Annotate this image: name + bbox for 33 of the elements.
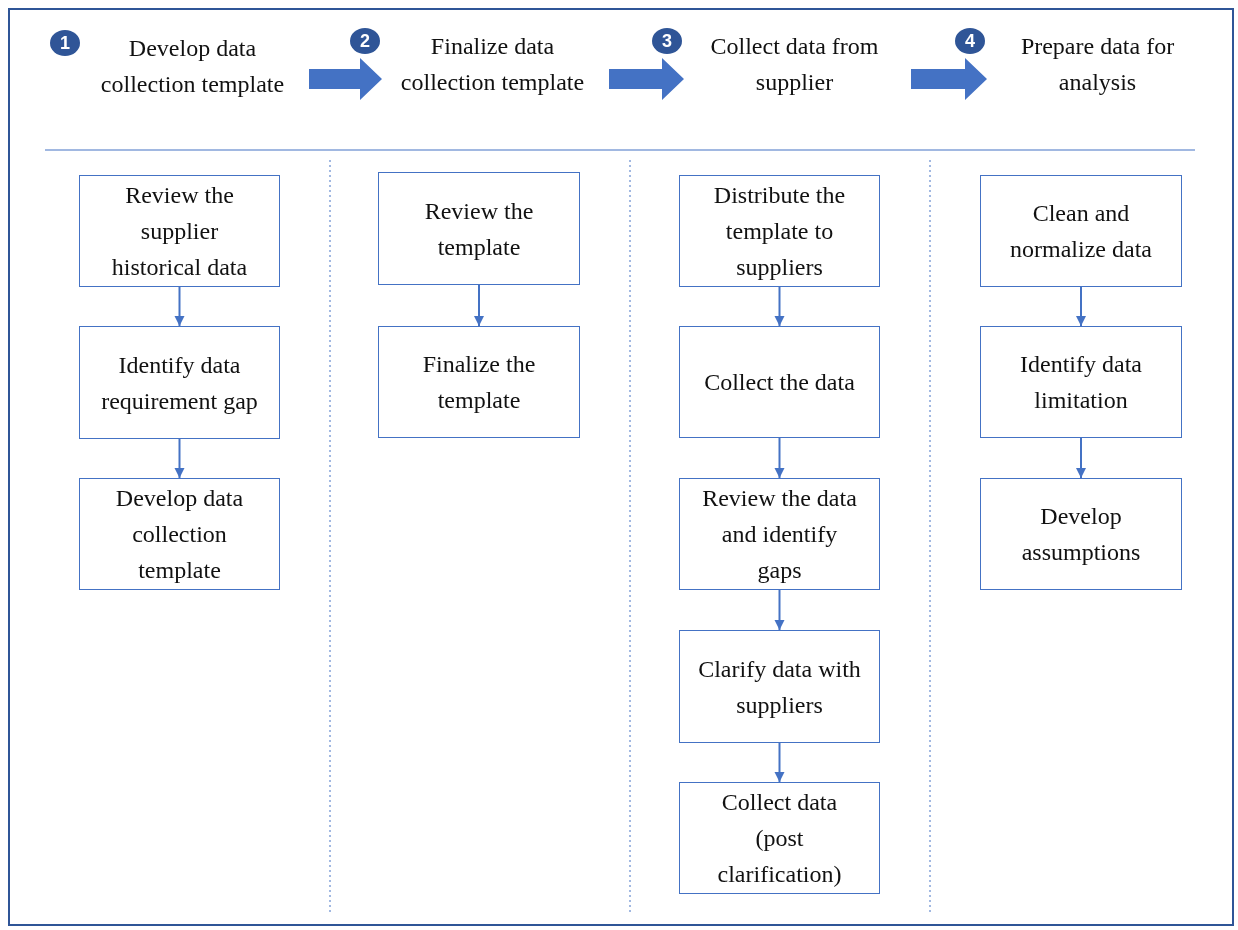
arrow [1076,286,1086,327]
process-box: Finalize the template [378,326,580,438]
arrow [474,284,484,327]
arrow [174,438,185,479]
arrow [174,286,185,327]
step-heading: Prepare data for analysis [1019,32,1176,97]
process-box: Distribute the template to suppliers [679,175,880,287]
process-box: Collect data (post clarification) [679,782,880,894]
process-box: Identify data limitation [980,326,1182,438]
process-box: Clarify data with suppliers [679,630,880,743]
process-box: Review the supplier historical data [79,175,280,287]
arrow [774,742,785,783]
step-number-badge: 2 [350,28,380,54]
step-number-badge: 3 [652,28,682,54]
step-number-badge: 1 [50,30,80,56]
process-box: Collect the data [679,326,880,438]
process-box: Review the data and identify gaps [679,478,880,590]
process-box: Clean and normalize data [980,175,1182,287]
block-arrow [309,58,382,100]
block-arrow [911,58,987,100]
process-box: Develop assumptions [980,478,1182,590]
arrow [774,286,785,327]
process-box: Identify data requirement gap [79,326,280,439]
step-heading: Finalize data collection template [400,32,585,97]
process-box: Develop data collection template [79,478,280,590]
block-arrow [609,58,684,100]
arrow [774,589,785,631]
process-box: Review the template [378,172,580,285]
arrow [774,437,785,479]
step-heading: Develop data collection template [100,34,285,99]
step-heading: Collect data from supplier [709,32,880,97]
arrow [1076,437,1086,479]
step-number-badge: 4 [955,28,985,54]
